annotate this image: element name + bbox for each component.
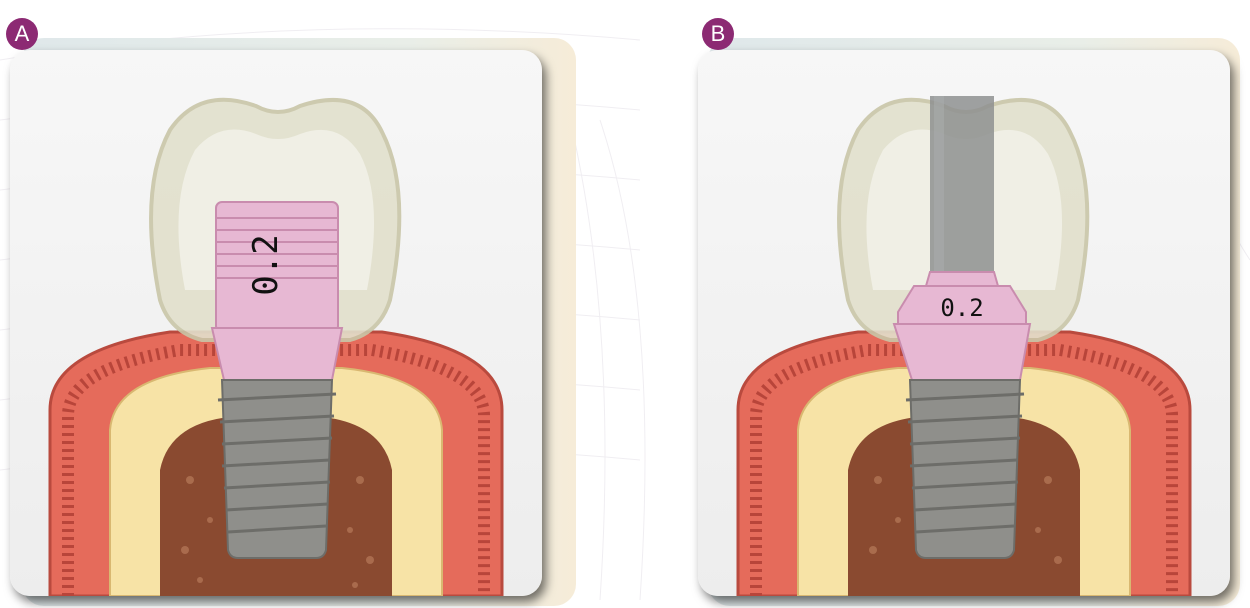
panel-a-illustration: 0.2 xyxy=(10,50,542,596)
panel-a: 0.2 xyxy=(10,50,542,596)
abutment-marking: 0.2 xyxy=(246,234,286,295)
screw-head xyxy=(926,272,998,286)
panel-b-illustration: 0.2 xyxy=(698,50,1230,596)
abutment-collar xyxy=(212,328,342,380)
abutment-collar xyxy=(894,324,1030,380)
abutment-marking: 0.2 xyxy=(940,294,983,322)
panel-b-badge: B xyxy=(702,18,734,50)
panel-b: 0.2 xyxy=(698,50,1230,596)
panel-a-badge: A xyxy=(6,18,38,50)
